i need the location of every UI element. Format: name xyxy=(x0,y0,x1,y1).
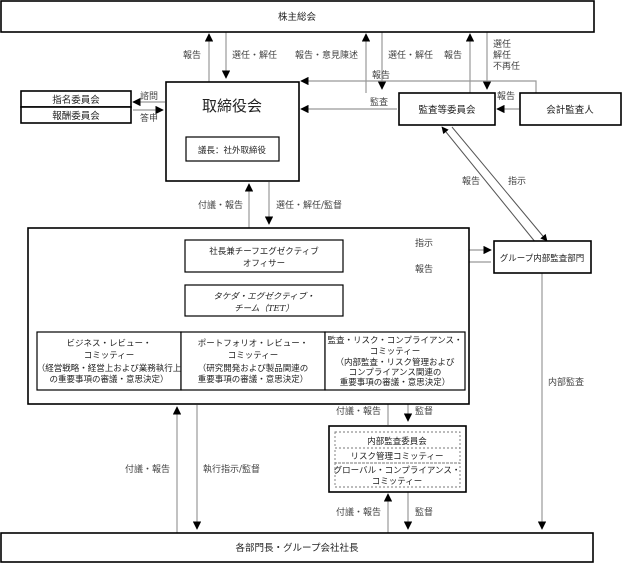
label-auditor-to-audit: 報告 xyxy=(497,90,515,102)
prc-desc-1: （研究開発および製品関連の xyxy=(198,363,309,374)
global-compliance-label-1: グローバル・コンプライアンス・ xyxy=(334,465,461,476)
node-group-internal-audit: グループ内部監査部門 xyxy=(493,240,592,274)
nomination-label: 指名委員会 xyxy=(52,94,100,106)
risk-committee-label: リスク管理コミッティー xyxy=(351,451,444,462)
label-internal-audit-to-audit: 報告 xyxy=(462,175,480,187)
edge-labels: 報告 選任・解任 報告・意見陳述 選任・解任 報告 選任 解任 不再任 報告 監… xyxy=(125,38,584,518)
shareholders-label: 株主総会 xyxy=(278,11,317,23)
label-board-to-exec: 選任・解任/監督 xyxy=(276,199,342,211)
label-rcc-sub-to-rcc: 付議・報告 xyxy=(336,405,381,417)
label-board-to-nomination: 諮問 xyxy=(140,90,158,102)
global-compliance-label-2: コミッティー xyxy=(372,477,423,487)
label-auditor-to-shareholders: 報告 xyxy=(444,49,462,61)
brc-label-2: コミッティー xyxy=(84,351,135,361)
label-ceo-to-internal-audit: 指示 xyxy=(415,237,433,249)
label-internal-audit-to-ceo: 報告 xyxy=(415,263,433,275)
group-internal-audit-label: グループ内部監査部門 xyxy=(500,253,585,264)
node-division-heads: 各部門長・グループ会社社長 xyxy=(0,532,594,563)
label-shareholders-to-auditor-1: 選任 xyxy=(493,38,511,50)
label-board-to-shareholders: 報告 xyxy=(183,49,201,61)
arrow-auditor-to-board xyxy=(300,76,537,93)
rcc-desc-2: コンプライアンス関連の xyxy=(349,367,442,378)
label-shareholders-to-audit: 選任・解任 xyxy=(388,49,433,61)
label-exec-to-divisions: 執行指示/監督 xyxy=(203,463,260,475)
board-chair-label: 議長：社外取締役 xyxy=(198,145,267,156)
tet-label-1: タケダ・エグゼクティブ・ xyxy=(213,291,315,302)
board-label: 取締役会 xyxy=(202,97,262,115)
label-internal-audit-to-divisions: 内部監査 xyxy=(548,376,584,388)
rcc-desc-3: 重要事項の審議・意思決定） xyxy=(340,377,451,388)
label-divisions-to-rcc-sub: 付議・報告 xyxy=(336,506,381,518)
arrow-audit-to-internal-audit xyxy=(451,126,548,242)
label-nomination-to-board: 答申 xyxy=(140,112,158,124)
node-board: 取締役会 議長：社外取締役 xyxy=(165,81,300,182)
brc-desc-1: （経営戦略・経営上および業務執行上 xyxy=(37,363,182,374)
label-auditor-to-board: 報告 xyxy=(372,69,390,81)
brc-label-1: ビジネス・レビュー・ xyxy=(66,339,151,349)
ceo-label-2: オフィサー xyxy=(243,259,285,269)
compensation-label: 報酬委員会 xyxy=(52,110,100,122)
prc-desc-2: 重要事項の審議・意思決定） xyxy=(198,374,309,385)
division-heads-label: 各部門長・グループ会社社長 xyxy=(236,542,359,554)
node-nomination-compensation: 指名委員会 報酬委員会 xyxy=(20,90,132,124)
rcc-label-2: コミッティー xyxy=(370,347,421,357)
prc-label-2: コミッティー xyxy=(228,351,279,361)
audit-committee-label: 監査等委員会 xyxy=(418,104,476,116)
label-divisions-to-exec: 付議・報告 xyxy=(125,463,170,475)
internal-audit-committee-label: 内部監査委員会 xyxy=(367,436,427,447)
rcc-desc-1: （内部監査・リスク管理および xyxy=(335,357,455,368)
label-exec-to-board: 付議・報告 xyxy=(198,199,243,211)
label-audit-to-board: 監査 xyxy=(370,96,388,108)
prc-label-1: ポートフォリオ・レビュー・ xyxy=(198,339,309,349)
accounting-auditor-label: 会計監査人 xyxy=(546,104,594,116)
rcc-label-1: 監査・リスク・コンプライアンス・ xyxy=(327,335,462,346)
label-shareholders-to-board: 選任・解任 xyxy=(232,49,277,61)
label-audit-to-shareholders: 報告・意見陳述 xyxy=(295,49,358,61)
label-shareholders-to-auditor-2: 解任 xyxy=(493,49,511,61)
label-audit-to-internal-audit: 指示 xyxy=(508,175,526,187)
label-shareholders-to-auditor-3: 不再任 xyxy=(493,60,520,72)
node-rcc-subcommittees: 内部監査委員会 リスク管理コミッティー グローバル・コンプライアンス・ コミッテ… xyxy=(328,425,467,493)
node-executive-group: 社長兼チーフエグゼクティブ オフィサー タケダ・エグゼクティブ・ チーム（TET… xyxy=(27,227,470,405)
node-shareholders: 株主総会 xyxy=(0,0,595,33)
node-audit-committee: 監査等委員会 xyxy=(398,92,496,126)
ceo-label-1: 社長兼チーフエグゼクティブ xyxy=(209,246,319,257)
arrow-internal-audit-to-audit xyxy=(441,126,537,244)
node-accounting-auditor: 会計監査人 xyxy=(519,92,622,126)
brc-desc-2: の重要事項の審議・意思決定） xyxy=(49,374,168,385)
tet-label-2: チーム（TET） xyxy=(234,303,294,314)
label-rcc-to-rcc-sub: 監督 xyxy=(415,405,433,417)
label-rcc-sub-to-divisions: 監督 xyxy=(415,506,433,518)
